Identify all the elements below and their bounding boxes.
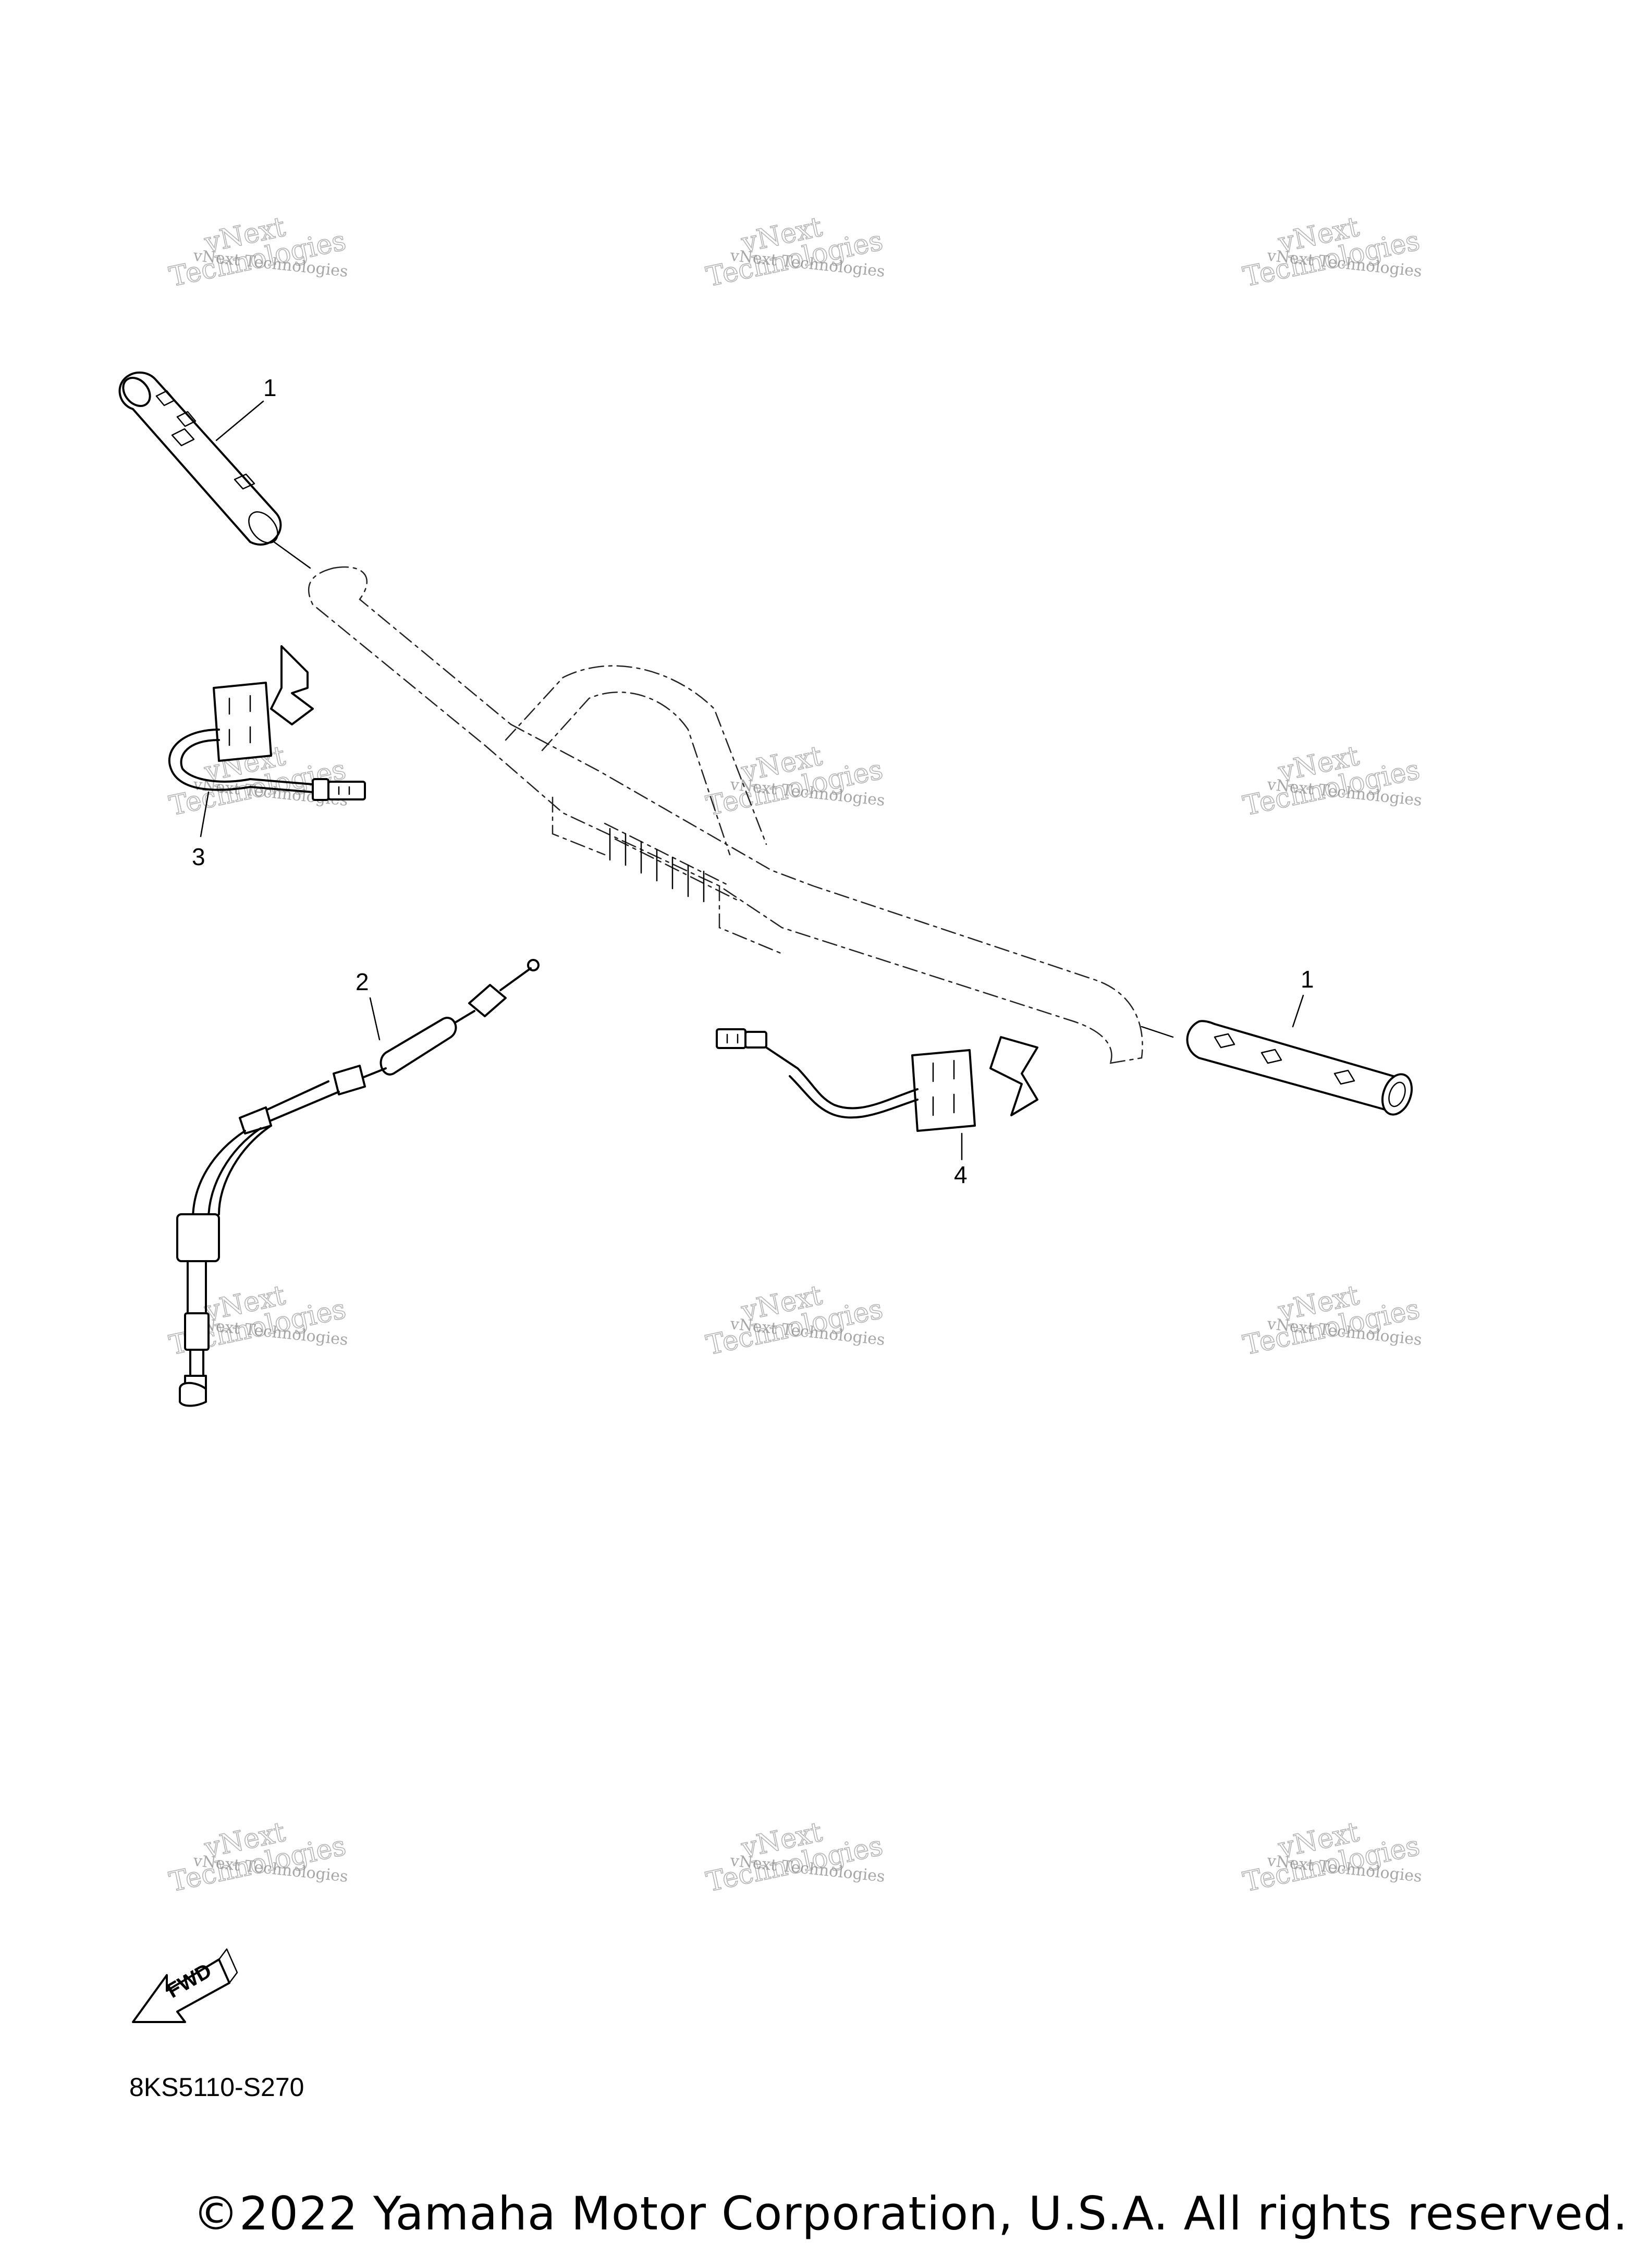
watermark: Technologies vNext vNext Technologies bbox=[703, 1279, 886, 1362]
callout-grip-right: 1 bbox=[1301, 966, 1314, 993]
callout-grip-left: 1 bbox=[263, 374, 277, 401]
watermark: Technologies vNext vNext Technologies bbox=[703, 1816, 886, 1899]
callouts: 1 1 2 3 4 bbox=[192, 374, 1314, 1188]
watermark: Technologies vNext vNext Technologies bbox=[1240, 740, 1423, 822]
throttle-cable[interactable] bbox=[176, 959, 540, 1407]
watermark: Technologies vNext vNext Technologies bbox=[1240, 1816, 1423, 1899]
watermark: Technologies vNext vNext Technologies bbox=[703, 211, 886, 293]
watermark: Technologies vNext vNext Technologies bbox=[166, 1816, 349, 1899]
watermark: Technologies vNext vNext Technologies bbox=[1240, 1279, 1423, 1362]
callout-switch-right: 4 bbox=[954, 1161, 968, 1188]
switch-right[interactable] bbox=[716, 1028, 1038, 1132]
callout-switch-left: 3 bbox=[192, 843, 205, 870]
callout-cable: 2 bbox=[356, 968, 369, 995]
handlebar-phantom bbox=[262, 533, 1174, 1064]
grip-left[interactable] bbox=[118, 371, 284, 548]
diagram-code: 8KS5110-S270 bbox=[129, 2073, 304, 2102]
grip-right[interactable] bbox=[1186, 1020, 1417, 1118]
copyright-notice: ©2022 Yamaha Motor Corporation, U.S.A. A… bbox=[193, 2187, 1628, 2240]
switch-left[interactable] bbox=[168, 645, 366, 801]
fwd-arrow-icon: FWD bbox=[132, 1948, 238, 2023]
watermark: Technologies vNext vNext Technologies bbox=[166, 211, 349, 293]
watermark: Technologies vNext vNext Technologies bbox=[1240, 211, 1423, 293]
